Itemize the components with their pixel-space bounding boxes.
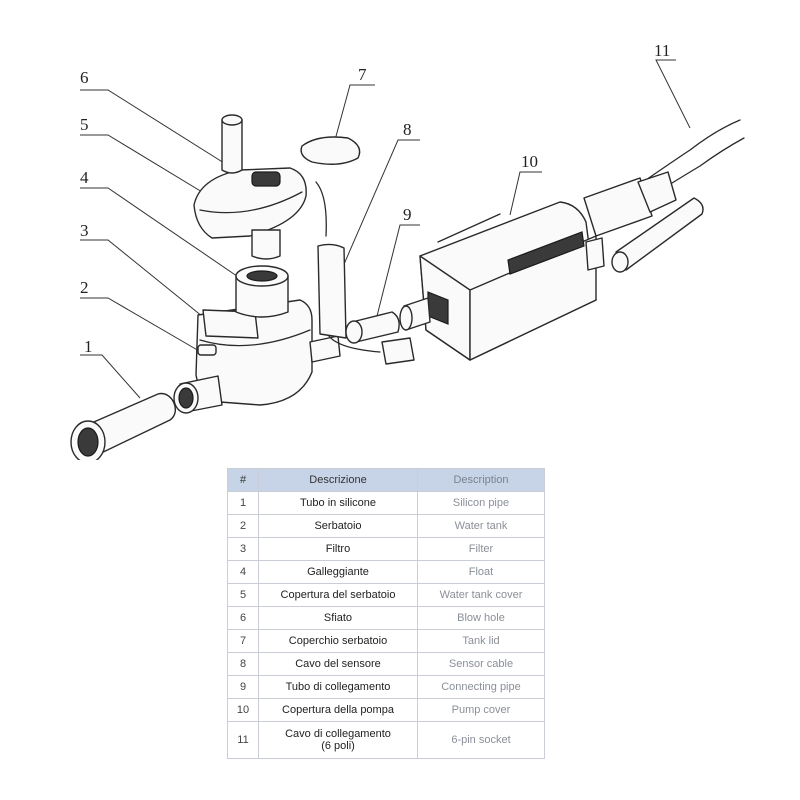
row-english: Connecting pipe (417, 675, 545, 699)
row-english: Float (417, 560, 545, 584)
six-pin-socket-part (583, 119, 745, 273)
row-english: 6-pin socket (417, 721, 545, 759)
row-number: 11 (227, 721, 259, 759)
row-italian: Galleggiante (258, 560, 418, 584)
callout-3: 3 (80, 221, 89, 240)
row-english: Water tank cover (417, 583, 545, 607)
water-tank-part (173, 299, 341, 414)
table-row: 11 Cavo di collegamento (6 poli) 6-pin s… (227, 721, 545, 759)
table-row: 10 Copertura della pompa Pump cover (227, 698, 545, 722)
row-number: 2 (227, 514, 259, 538)
leader-8 (337, 139, 420, 279)
leader-7 (334, 84, 375, 141)
callout-1: 1 (84, 337, 93, 356)
leader-1 (80, 354, 141, 399)
table-row: 1 Tubo in silicone Silicon pipe (227, 491, 545, 515)
leader-9 (375, 224, 420, 321)
table-header-row: # Descrizione Description (227, 468, 545, 492)
table-row: 3 Filtro Filter (227, 537, 545, 561)
row-number: 3 (227, 537, 259, 561)
row-italian-line2: (6 poli) (321, 740, 355, 752)
row-english: Water tank (417, 514, 545, 538)
table-row: 9 Tubo di collegamento Connecting pipe (227, 675, 545, 699)
leader-10 (509, 171, 542, 216)
callout-numbers: 6 5 4 3 2 1 7 8 9 10 11 (80, 41, 670, 356)
leader-2 (80, 297, 207, 356)
row-italian: Cavo del sensore (258, 652, 418, 676)
leader-4 (80, 187, 251, 286)
callout-2: 2 (80, 278, 89, 297)
blow-hole-part (221, 114, 243, 174)
tank-lid-part (300, 136, 361, 165)
row-italian: Sfiato (258, 606, 418, 630)
callout-5: 5 (80, 115, 89, 134)
callout-8: 8 (403, 120, 412, 139)
callout-9: 9 (403, 205, 412, 224)
leader-11 (655, 59, 691, 129)
callout-11: 11 (654, 41, 670, 60)
row-italian: Copertura della pompa (258, 698, 418, 722)
row-english: Silicon pipe (417, 491, 545, 515)
row-italian: Copertura del serbatoio (258, 583, 418, 607)
water-tank-cover-part (193, 167, 307, 260)
row-italian: Filtro (258, 537, 418, 561)
pump-cover-part (399, 201, 605, 361)
leader-6 (80, 89, 233, 169)
row-english: Filter (417, 537, 545, 561)
table-row: 5 Copertura del serbatoio Water tank cov… (227, 583, 545, 607)
row-english: Sensor cable (417, 652, 545, 676)
exploded-view-diagram: 6 5 4 3 2 1 7 8 9 10 11 (70, 41, 745, 460)
header-english: Description (417, 468, 545, 492)
header-number: # (227, 468, 259, 492)
connecting-pipe-part (345, 311, 400, 344)
row-english: Pump cover (417, 698, 545, 722)
row-italian: Tubo in silicone (258, 491, 418, 515)
row-number: 9 (227, 675, 259, 699)
row-italian: Tubo di collegamento (258, 675, 418, 699)
row-number: 7 (227, 629, 259, 653)
row-english: Blow hole (417, 606, 545, 630)
row-italian: Coperchio serbatoio (258, 629, 418, 653)
float-part (235, 265, 289, 318)
leader-lines (80, 59, 691, 399)
row-number: 6 (227, 606, 259, 630)
row-italian: Cavo di collegamento (6 poli) (258, 721, 418, 759)
callout-4: 4 (80, 168, 89, 187)
row-number: 1 (227, 491, 259, 515)
row-number: 4 (227, 560, 259, 584)
silicone-pipe-part (70, 392, 176, 460)
row-italian-line1: Cavo di collegamento (285, 728, 391, 740)
header-italian: Descrizione (258, 468, 418, 492)
leader-3 (80, 239, 214, 326)
table-row: 8 Cavo del sensore Sensor cable (227, 652, 545, 676)
sensor-cable-part (315, 181, 415, 365)
parts-table: # Descrizione Description 1 Tubo in sili… (227, 468, 545, 759)
leader-5 (80, 134, 213, 199)
table-row: 7 Coperchio serbatoio Tank lid (227, 629, 545, 653)
row-number: 5 (227, 583, 259, 607)
callout-10: 10 (521, 152, 538, 171)
row-english: Tank lid (417, 629, 545, 653)
table-row: 4 Galleggiante Float (227, 560, 545, 584)
callout-6: 6 (80, 68, 89, 87)
table-row: 6 Sfiato Blow hole (227, 606, 545, 630)
row-italian: Serbatoio (258, 514, 418, 538)
callout-7: 7 (358, 65, 367, 84)
row-number: 8 (227, 652, 259, 676)
table-row: 2 Serbatoio Water tank (227, 514, 545, 538)
row-number: 10 (227, 698, 259, 722)
